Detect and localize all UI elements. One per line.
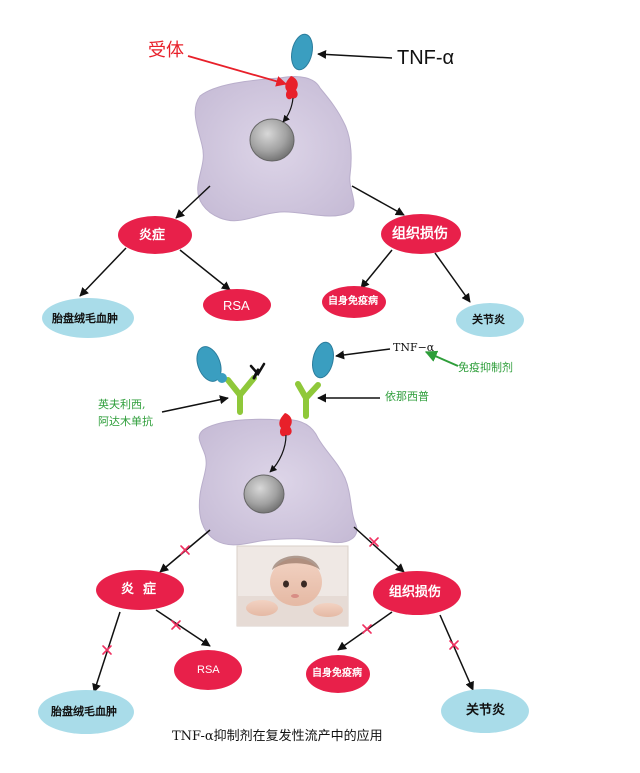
top-tumor-text: 胎盘绒毛血肿 [52, 312, 118, 325]
bottom-tnf-left-tip [217, 373, 227, 383]
block-mark-1 [180, 545, 190, 555]
bottom-nucleus [243, 474, 285, 514]
receptor-label: 受体 [148, 40, 184, 61]
top-tnf-label: TNF-α [397, 47, 455, 69]
bottom-node-inflammation [96, 570, 184, 610]
block-mark-3 [102, 645, 112, 655]
block-mark-6 [449, 640, 459, 650]
top-rsa-text: RSA [223, 298, 250, 313]
bottom-node-rsa [174, 650, 242, 690]
top-arrow-to-arthritis [434, 252, 471, 303]
bottom-signal-arrow [269, 434, 287, 473]
infliximab-label-line1: 英夫利西, [98, 398, 146, 411]
antibody-left [225, 362, 266, 415]
top-tnf-molecule [291, 33, 313, 71]
top-node-inflammation [118, 216, 192, 254]
block-mark-2 [369, 537, 379, 547]
block-mark-5 [362, 624, 372, 634]
top-arthritis-text: 关节炎 [472, 313, 505, 326]
top-autoimmune-text: 自身免疫病 [328, 296, 378, 307]
top-arrow-to-rsa [179, 249, 231, 291]
infliximab-arrow [161, 395, 229, 413]
top-inflammation-text: 炎症 [139, 228, 166, 243]
bottom-node-tumor [38, 690, 134, 734]
bottom-tnf-left [196, 346, 222, 382]
block-mark-4 [171, 620, 181, 630]
bottom-node-arthritis [441, 689, 529, 733]
top-arrow-to-autoimmune [360, 249, 393, 289]
caption: TNF-α抑制剂在复发性流产中的应用 [172, 729, 383, 744]
bottom-tnf-arrow [335, 348, 391, 360]
top-tissue-text: 组织损伤 [392, 226, 448, 242]
top-arrow-to-tissue [351, 185, 405, 216]
bottom-arrow-to-rsa [155, 609, 211, 647]
top-node-arthritis [456, 303, 524, 337]
top-tnf-arrow [317, 49, 393, 59]
bottom-node-autoimmune [306, 655, 370, 693]
bottom-tumor-text: 胎盘绒毛血肿 [51, 705, 117, 718]
top-signal-arrow [282, 97, 294, 123]
top-nucleus [249, 118, 295, 162]
top-node-tumor [42, 298, 134, 338]
top-receptor-arrow [187, 55, 288, 87]
top-node-autoimmune [322, 286, 386, 318]
bottom-arrow-to-tumor [92, 611, 121, 693]
bottom-tnf-right [312, 341, 334, 379]
top-arrow-to-inflammation [175, 185, 211, 219]
top-node-tissue [381, 214, 461, 254]
top-receptor [285, 76, 298, 100]
bottom-inflammation-text: 炎 症 [121, 582, 157, 597]
antibody-right [295, 381, 321, 419]
bottom-node-tissue [373, 571, 461, 615]
bottom-arrow-to-tissue [353, 526, 405, 573]
bottom-autoimmune-text: 自身免疫病 [312, 668, 362, 679]
bottom-rsa-text: RSA [197, 664, 220, 676]
immunosuppressant-arrow [424, 350, 459, 367]
infliximab-label-line2: 阿达木单抗 [98, 415, 153, 428]
baby-photo [236, 545, 349, 627]
top-node-rsa [203, 289, 271, 321]
immunosuppressant-label: 免疫抑制剂 [458, 361, 513, 374]
bottom-tissue-text: 组织损伤 [389, 585, 442, 600]
bottom-arthritis-text: 关节炎 [466, 703, 506, 718]
bottom-tnf-label: TNF−α [393, 341, 435, 354]
bottom-arrow-to-arthritis [439, 614, 474, 691]
top-arrow-to-tumor [79, 247, 127, 297]
bottom-receptor [279, 413, 292, 437]
etanercept-label: 依那西普 [385, 390, 429, 403]
